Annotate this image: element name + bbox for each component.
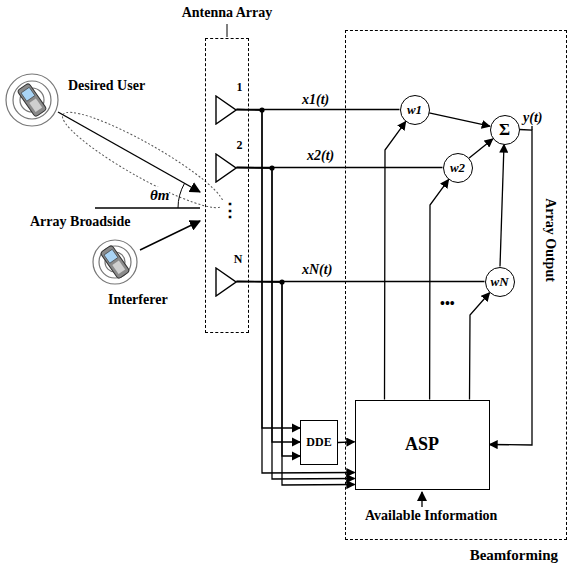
element-number: N — [234, 252, 243, 267]
input-label: Available Information — [365, 508, 497, 524]
angle-arc — [178, 183, 185, 208]
beamforming-box: Beamformingw1w2wNΣASP — [345, 30, 567, 540]
signal-path — [58, 112, 200, 192]
node-label: Σ — [499, 120, 510, 140]
group-heading: Beamforming — [470, 547, 558, 564]
signal-name: y(t) — [523, 110, 542, 126]
interference-path — [140, 221, 200, 250]
input-arrow — [421, 492, 422, 507]
user-label: Desired User — [68, 78, 145, 94]
summer-circle: Σ — [490, 115, 520, 145]
process-box: DDE — [300, 420, 338, 465]
antenna-symbol — [215, 153, 237, 183]
node-label: w2 — [450, 160, 465, 176]
antenna-element: 1 — [215, 95, 237, 125]
connector — [500, 145, 504, 267]
antenna-symbol — [215, 267, 237, 297]
connector — [237, 282, 301, 457]
antenna-triangle — [216, 268, 236, 296]
connector — [430, 180, 449, 400]
weight-circle: wN — [485, 267, 515, 297]
ellipsis: ••• — [440, 296, 455, 312]
connector — [237, 168, 355, 480]
node-label: wN — [490, 274, 508, 290]
connector — [469, 139, 493, 158]
phone-icon — [17, 83, 47, 117]
connector — [385, 122, 406, 400]
connector — [237, 282, 355, 486]
element-number: 2 — [237, 138, 243, 153]
connector — [237, 110, 301, 429]
antenna-element: 2 — [215, 153, 237, 183]
group-heading: Antenna Array — [182, 5, 273, 21]
antenna-element: N — [215, 267, 237, 297]
antenna-triangle — [216, 154, 236, 182]
phone-icon — [100, 245, 130, 279]
weight-circle: w1 — [400, 95, 430, 125]
broadside-line — [95, 207, 200, 208]
weight-circle: w2 — [443, 153, 473, 183]
node-label: ASP — [405, 434, 439, 455]
output-label: Array Output — [542, 198, 558, 282]
axis-label: Array Broadside — [30, 214, 130, 230]
element-number: 1 — [237, 80, 243, 95]
antenna-symbol — [215, 95, 237, 125]
angle-label: θm — [150, 187, 169, 204]
ellipsis: ⋮ — [221, 200, 239, 221]
connector — [237, 110, 355, 474]
signal-name: x1(t) — [300, 92, 331, 108]
process-box: ASP — [355, 400, 490, 490]
antenna-triangle — [216, 96, 236, 124]
connector — [338, 441, 355, 443]
connector — [237, 168, 301, 443]
node-label: w1 — [407, 102, 422, 118]
antenna-array-box: Antenna Array12N — [205, 38, 249, 333]
signal-name: x2(t) — [305, 148, 336, 164]
node-label: DDE — [306, 435, 331, 450]
leader-line — [227, 24, 228, 37]
signal-name: xN(t) — [300, 262, 334, 278]
user-label: Interferer — [108, 292, 168, 308]
connector — [470, 293, 490, 400]
connector — [429, 113, 490, 126]
radio-waves — [6, 74, 137, 284]
